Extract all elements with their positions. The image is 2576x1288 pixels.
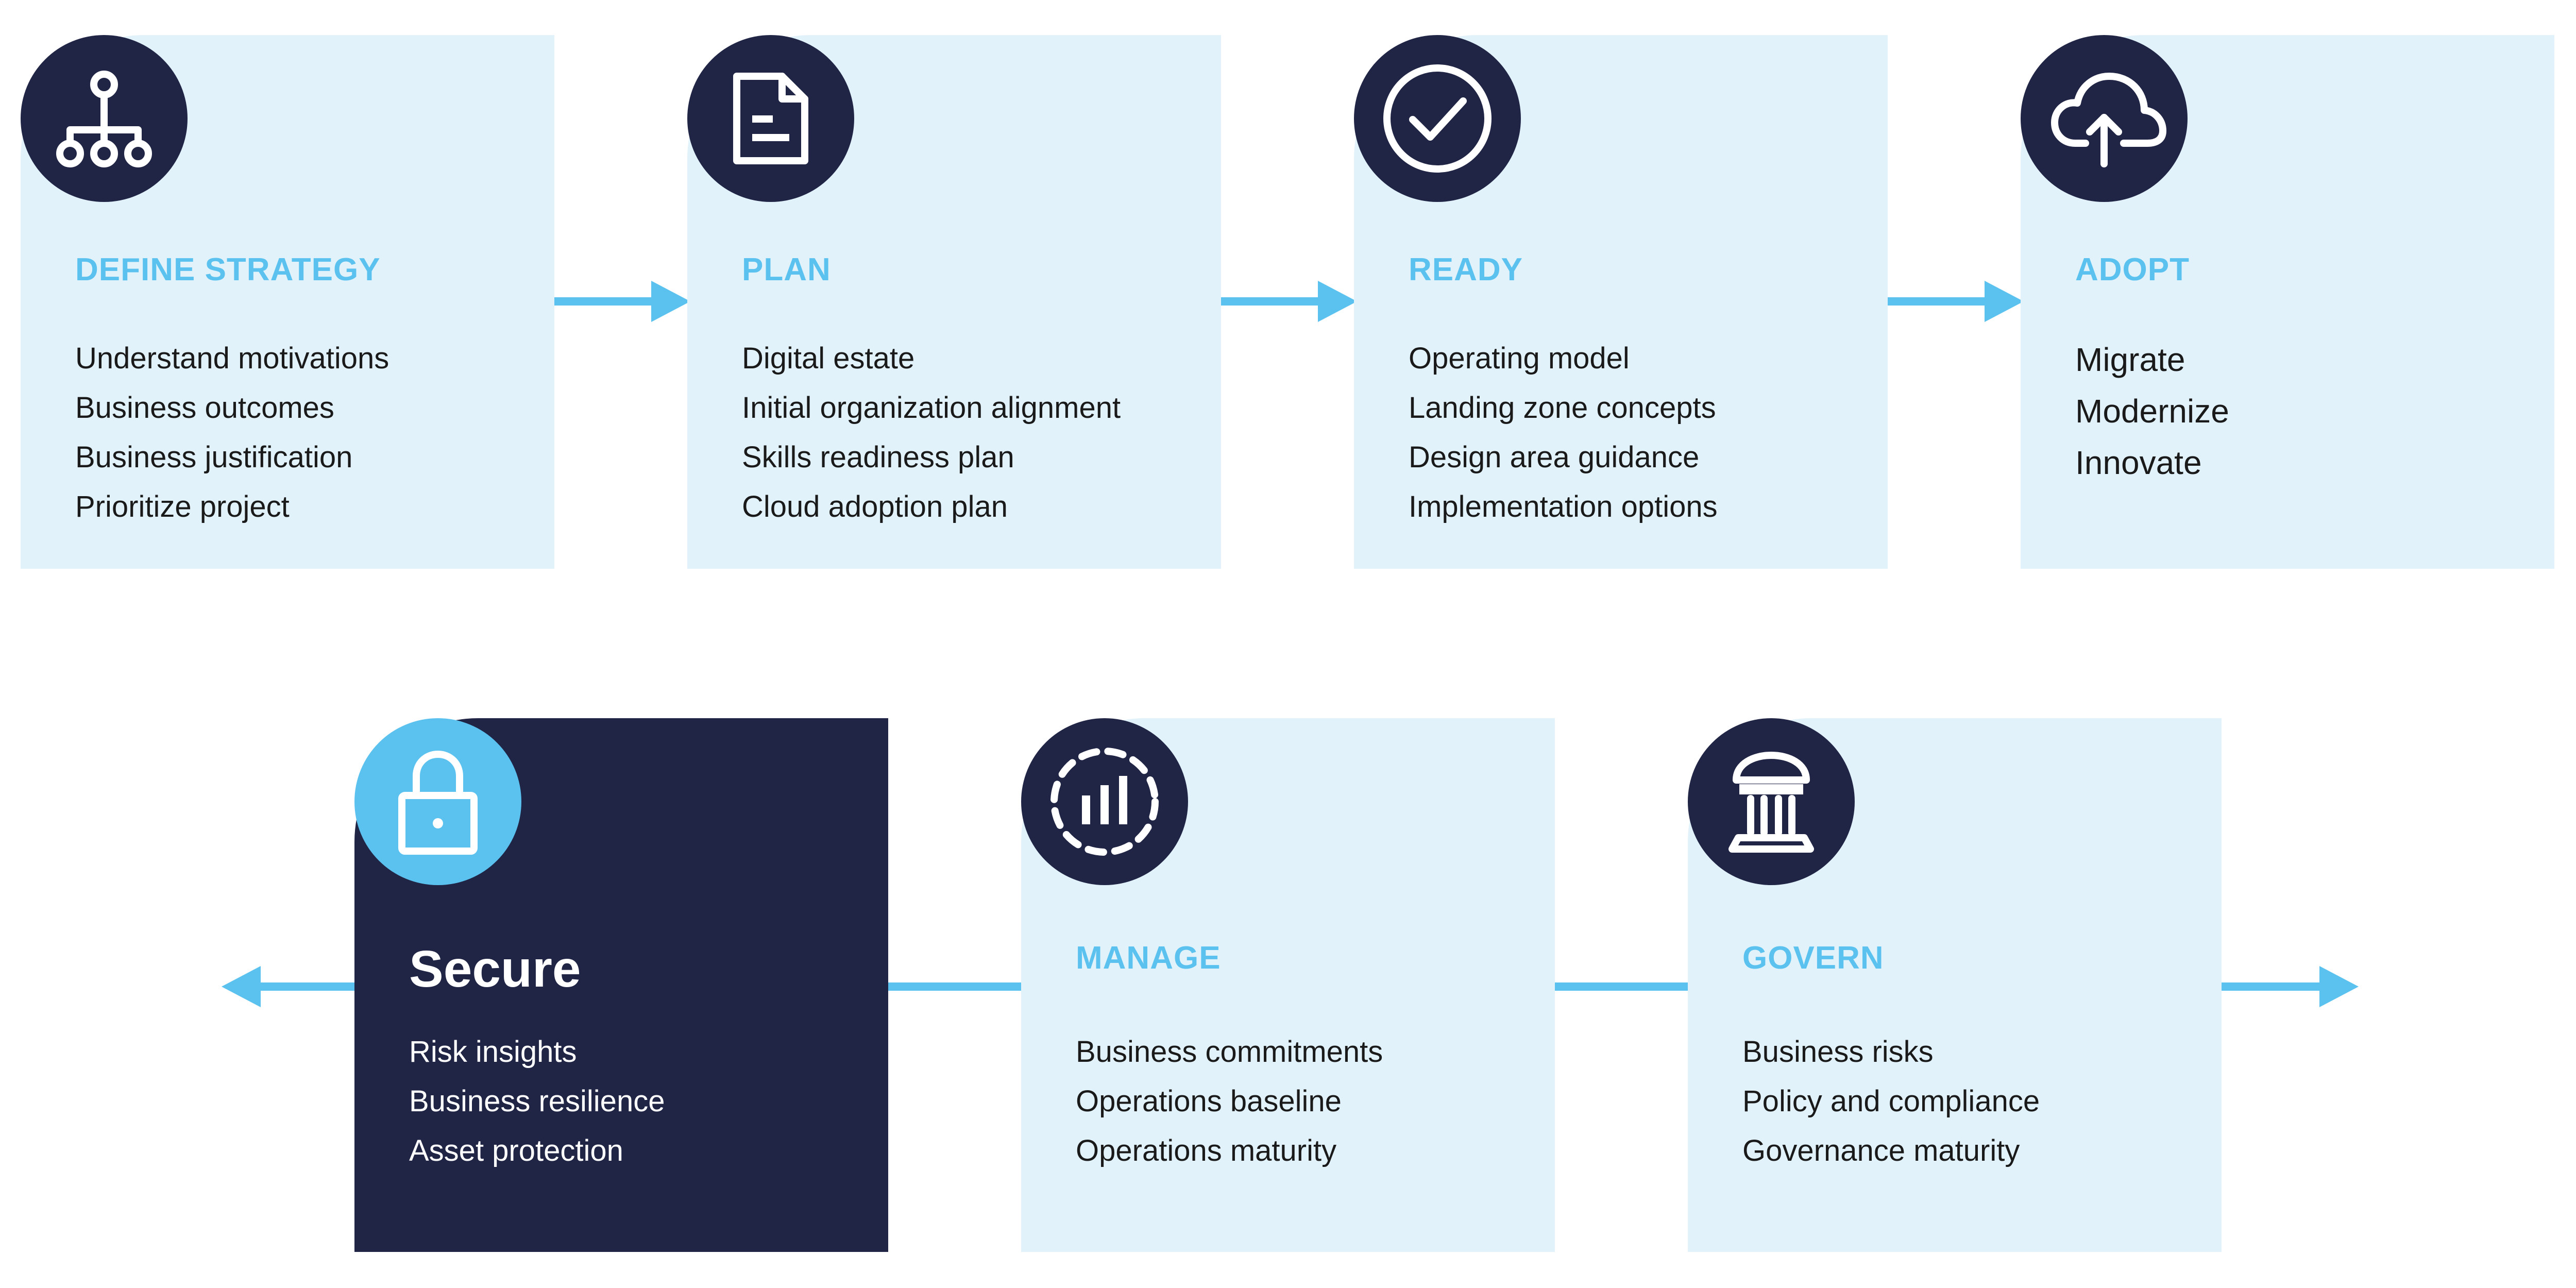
list-item: Initial organization alignment — [742, 391, 1121, 425]
cloud-upload-icon — [2021, 35, 2188, 202]
arrow-left-out — [222, 966, 355, 1007]
check-circle-icon — [1354, 35, 1521, 202]
list-item: Understand motivations — [75, 342, 389, 375]
card-title: MANAGE — [1076, 940, 1221, 976]
list-item: Business commitments — [1076, 1035, 1383, 1069]
card-items: Risk insights Business resilience Asset … — [409, 1027, 665, 1176]
arrow-plan-to-ready — [1220, 281, 1357, 322]
card-items: Business commitments Operations baseline… — [1076, 1027, 1383, 1176]
connector-secure-manage — [888, 982, 1022, 991]
lock-icon — [354, 718, 521, 885]
list-item: Digital estate — [742, 342, 915, 375]
card-title: Secure — [409, 940, 581, 998]
arrow-right-out — [2222, 966, 2359, 1007]
chart-monitor-icon — [1021, 718, 1188, 885]
card-define-strategy: DEFINE STRATEGY Understand motivations B… — [21, 35, 554, 569]
list-item: Operations baseline — [1076, 1084, 1342, 1118]
card-title: READY — [1409, 252, 1523, 287]
card-items: Migrate Modernize Innovate — [2075, 334, 2229, 488]
list-item: Design area guidance — [1409, 440, 1700, 474]
list-item: Business resilience — [409, 1084, 665, 1118]
list-item: Asset protection — [409, 1134, 623, 1167]
list-item: Landing zone concepts — [1409, 391, 1716, 425]
list-item: Business justification — [75, 440, 353, 474]
list-item: Business outcomes — [75, 391, 334, 425]
card-items: Business risks Policy and compliance Gov… — [1742, 1027, 2040, 1176]
arrow-ready-to-adopt — [1887, 281, 2024, 322]
list-item: Innovate — [2075, 444, 2202, 481]
list-item: Operating model — [1409, 342, 1630, 375]
card-title: DEFINE STRATEGY — [75, 252, 381, 287]
arrow-strategy-to-plan — [553, 281, 690, 322]
list-item: Skills readiness plan — [742, 440, 1014, 474]
list-item: Risk insights — [409, 1035, 577, 1069]
card-title: ADOPT — [2075, 252, 2190, 287]
hierarchy-icon — [21, 35, 188, 202]
institution-icon — [1688, 718, 1855, 885]
list-item: Policy and compliance — [1742, 1084, 2040, 1118]
list-item: Operations maturity — [1076, 1134, 1337, 1167]
list-item: Migrate — [2075, 341, 2185, 378]
list-item: Modernize — [2075, 393, 2229, 430]
card-items: Understand motivations Business outcomes… — [75, 334, 389, 532]
list-item: Governance maturity — [1742, 1134, 2020, 1167]
list-item: Prioritize project — [75, 490, 290, 523]
list-item: Implementation options — [1409, 490, 1718, 523]
list-item: Business risks — [1742, 1035, 1934, 1069]
card-items: Operating model Landing zone concepts De… — [1409, 334, 1718, 532]
card-title: PLAN — [742, 252, 831, 287]
list-item: Cloud adoption plan — [742, 490, 1008, 523]
card-title: GOVERN — [1742, 940, 1884, 976]
document-icon — [687, 35, 854, 202]
connector-manage-govern — [1555, 982, 1689, 991]
card-items: Digital estate Initial organization alig… — [742, 334, 1121, 532]
